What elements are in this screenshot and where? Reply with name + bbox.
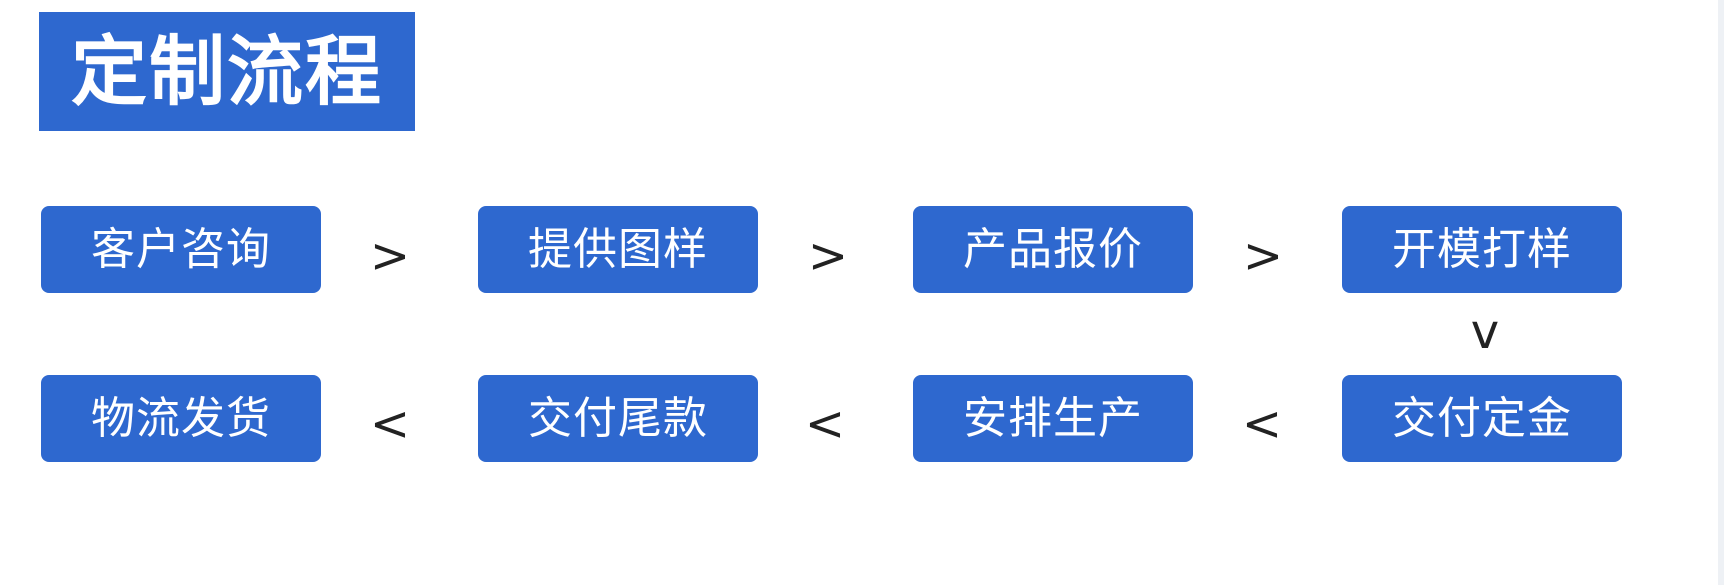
page-title: 定制流程 — [71, 26, 383, 116]
arrow-right-3: > — [1242, 228, 1284, 284]
step-label: 客户咨询 — [91, 223, 271, 275]
arrow-left-3: < — [1241, 396, 1283, 452]
step-provide-drawings: 提供图样 — [478, 206, 758, 293]
title-banner: 定制流程 — [39, 12, 415, 131]
arrow-right-2: > — [807, 228, 849, 284]
step-label: 交付尾款 — [528, 392, 708, 444]
step-label: 产品报价 — [963, 223, 1143, 275]
page-edge — [1718, 0, 1724, 585]
step-label: 交付定金 — [1392, 392, 1572, 444]
step-mold-sampling: 开模打样 — [1342, 206, 1622, 293]
step-label: 提供图样 — [528, 223, 708, 275]
step-customer-consultation: 客户咨询 — [41, 206, 321, 293]
arrow-left-2: < — [804, 396, 846, 452]
step-label: 开模打样 — [1392, 223, 1572, 275]
arrow-left-1: < — [369, 396, 411, 452]
step-deposit-payment: 交付定金 — [1342, 375, 1622, 462]
step-logistics-shipping: 物流发货 — [41, 375, 321, 462]
step-final-payment: 交付尾款 — [478, 375, 758, 462]
arrow-right-1: > — [369, 228, 411, 284]
step-product-quote: 产品报价 — [913, 206, 1193, 293]
step-arrange-production: 安排生产 — [913, 375, 1193, 462]
step-label: 物流发货 — [91, 392, 271, 444]
arrow-down: v — [1470, 304, 1500, 360]
step-label: 安排生产 — [963, 392, 1143, 444]
